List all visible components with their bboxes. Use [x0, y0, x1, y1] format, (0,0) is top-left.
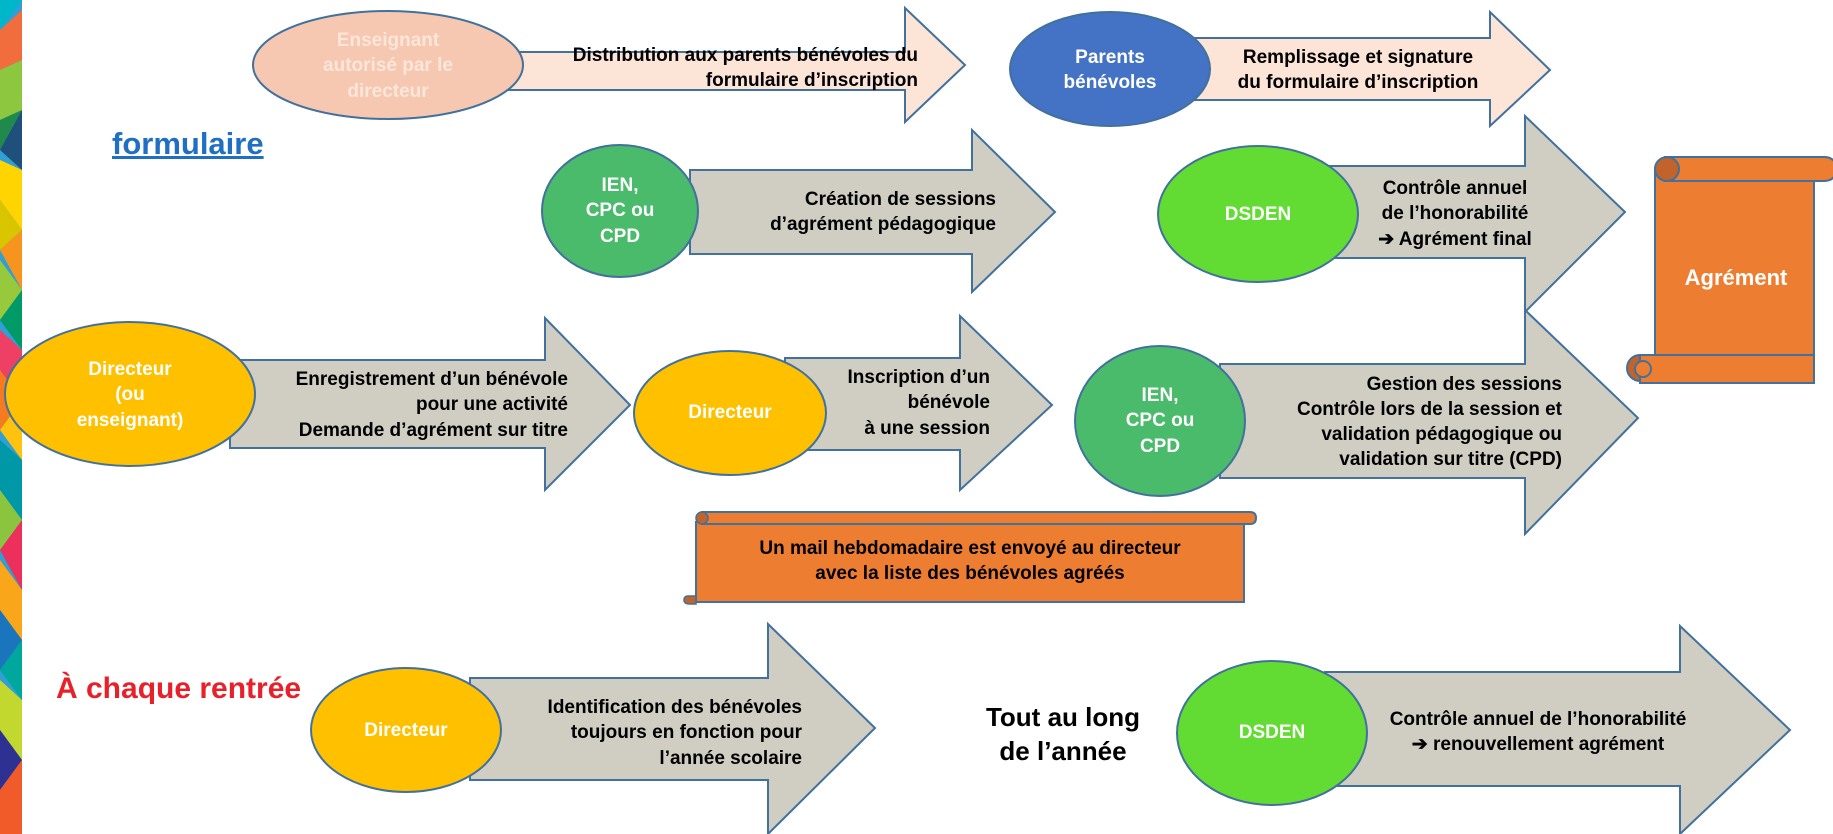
- gestion-line-3: validation pédagogique ou: [1321, 424, 1562, 445]
- enseignant-line-2: autorisé par le: [323, 55, 453, 77]
- label-controle-renouvellement: Contrôle annuel de l’honorabilité ➔ reno…: [1368, 704, 1708, 760]
- controle-line-3: ➔ Agrément final: [1378, 228, 1532, 250]
- distribution-line-2: formulaire d’inscription: [705, 70, 918, 91]
- identification-line-3: l’année scolaire: [659, 747, 802, 769]
- controle-line-2: de l’honorabilité: [1381, 203, 1529, 225]
- controle-line-1: Contrôle annuel: [1382, 178, 1528, 200]
- arrow-controle-annuel: [1319, 113, 1627, 315]
- enregistrement-line-1: Enregistrement d’un bénévole: [295, 369, 568, 391]
- heading-annee-line-1: Tout au long: [985, 701, 1141, 732]
- inscription-line-3: à une session: [864, 417, 990, 439]
- label-identification: Identification des bénévoles toujours en…: [490, 690, 802, 776]
- renouvellement-line-1: Contrôle annuel de l’honorabilité: [1389, 708, 1687, 730]
- arrow-identification: [469, 621, 877, 834]
- label-dsden-1: DSDEN: [1224, 204, 1292, 226]
- inscription-line-1: Inscription d’un: [847, 367, 991, 389]
- enregistrement-line-2: pour une activité: [415, 394, 568, 416]
- enseignant-line-1: Enseignant: [336, 30, 440, 52]
- arrow-inscription: [784, 313, 1054, 493]
- label-parents-benevoles: Parents bénévoles: [1030, 42, 1190, 98]
- enseignant-line-3: directeur: [347, 80, 429, 102]
- arrow-enregistrement: [229, 315, 632, 493]
- remplissage-line-2: du formulaire d’inscription: [1237, 72, 1479, 93]
- gestion-line-2: Contrôle lors de la session et: [1296, 398, 1562, 420]
- mail-line-1: Un mail hebdomadaire est envoyé au direc…: [759, 537, 1181, 559]
- label-enregistrement: Enregistrement d’un bénévole pour une ac…: [240, 362, 568, 448]
- label-inscription: Inscription d’un bénévole à une session: [800, 360, 991, 446]
- arrow-creation-sessions: [689, 127, 1057, 295]
- label-creation-sessions: Création de sessions d’agrément pédagogi…: [720, 184, 996, 240]
- ien2-line-1: IEN,: [1141, 385, 1179, 407]
- scroll-mail: [683, 511, 1258, 605]
- node-dsden-2: [1176, 660, 1368, 806]
- node-ien-cpc-cpd-1: [541, 144, 699, 278]
- ien1-line-1: IEN,: [601, 175, 639, 197]
- identification-line-2: toujours en fonction pour: [570, 722, 802, 744]
- creation-line-2: d’agrément pédagogique: [770, 214, 996, 235]
- mail-line-2: avec la liste des bénévoles agréés: [815, 563, 1125, 584]
- directeur-ou-line-2: (ou: [115, 384, 145, 406]
- ien1-line-2: CPC ou: [585, 200, 655, 222]
- ien2-line-3: CPD: [1139, 435, 1181, 457]
- label-ien-2: IEN, CPC ou CPD: [1110, 378, 1210, 464]
- label-enseignant-autorise: Enseignant autorisé par le directeur: [270, 22, 506, 110]
- label-controle-annuel: Contrôle annuel de l’honorabilité ➔ Agré…: [1345, 172, 1565, 256]
- gestion-line-4: validation sur titre (CPD): [1339, 449, 1562, 471]
- label-ien-1: IEN, CPC ou CPD: [570, 168, 670, 254]
- heading-formulaire: formulaire: [112, 126, 264, 161]
- ien2-line-2: CPC ou: [1125, 410, 1195, 432]
- node-parents-benevoles: [1009, 11, 1211, 127]
- label-distribution: Distribution aux parents bénévoles du fo…: [520, 40, 918, 96]
- directeur-ou-line-3: enseignant): [76, 409, 184, 431]
- label-mail-hebdomadaire: Un mail hebdomadaire est envoyé au direc…: [700, 532, 1240, 590]
- node-dsden-1: [1157, 145, 1359, 283]
- node-enseignant-autorise: [252, 10, 524, 120]
- identification-line-1: Identification des bénévoles: [547, 697, 802, 719]
- inscription-line-2: bénévole: [907, 392, 990, 414]
- heading-rentree: À chaque rentrée: [56, 672, 302, 705]
- directeur-ou-line-1: Directeur: [88, 359, 172, 381]
- label-directeur-2: Directeur: [688, 402, 772, 424]
- label-directeur-3: Directeur: [364, 720, 448, 742]
- label-dsden-2: DSDEN: [1238, 722, 1306, 744]
- arrow-controle-renouvellement: [1324, 623, 1792, 834]
- gestion-line-1: Gestion des sessions: [1366, 373, 1562, 395]
- heading-tout-au-long: Tout au long de l’année: [958, 694, 1168, 774]
- heading-annee-line-2: de l’année: [999, 736, 1127, 766]
- label-directeur-ou-enseignant: Directeur (ou enseignant): [30, 352, 230, 438]
- arrow-remplissage: [1169, 9, 1552, 129]
- parents-line-2: bénévoles: [1063, 72, 1157, 93]
- creation-line-1: Création de sessions: [804, 188, 996, 210]
- node-ien-cpc-cpd-2: [1074, 345, 1246, 497]
- renouvellement-line-2: ➔ renouvellement agrément: [1411, 734, 1665, 755]
- remplissage-line-1: Remplissage et signature: [1242, 46, 1474, 68]
- node-directeur-3: [310, 667, 502, 793]
- distribution-line-1: Distribution aux parents bénévoles du: [572, 44, 918, 66]
- arrow-gestion-sessions: [1219, 307, 1640, 537]
- label-gestion-sessions: Gestion des sessions Contrôle lors de la…: [1230, 366, 1562, 478]
- label-agrement: Agrément: [1684, 265, 1788, 291]
- enregistrement-line-3: Demande d’agrément sur titre: [298, 419, 568, 441]
- ien1-line-3: CPD: [599, 225, 641, 247]
- node-directeur-ou-enseignant: [4, 321, 256, 467]
- label-remplissage: Remplissage et signature du formulaire d…: [1218, 42, 1498, 98]
- parents-line-1: Parents: [1075, 46, 1145, 68]
- node-directeur-2: [633, 350, 827, 476]
- scroll-agrement: [1626, 156, 1833, 384]
- decorative-left-strip: [0, 0, 22, 834]
